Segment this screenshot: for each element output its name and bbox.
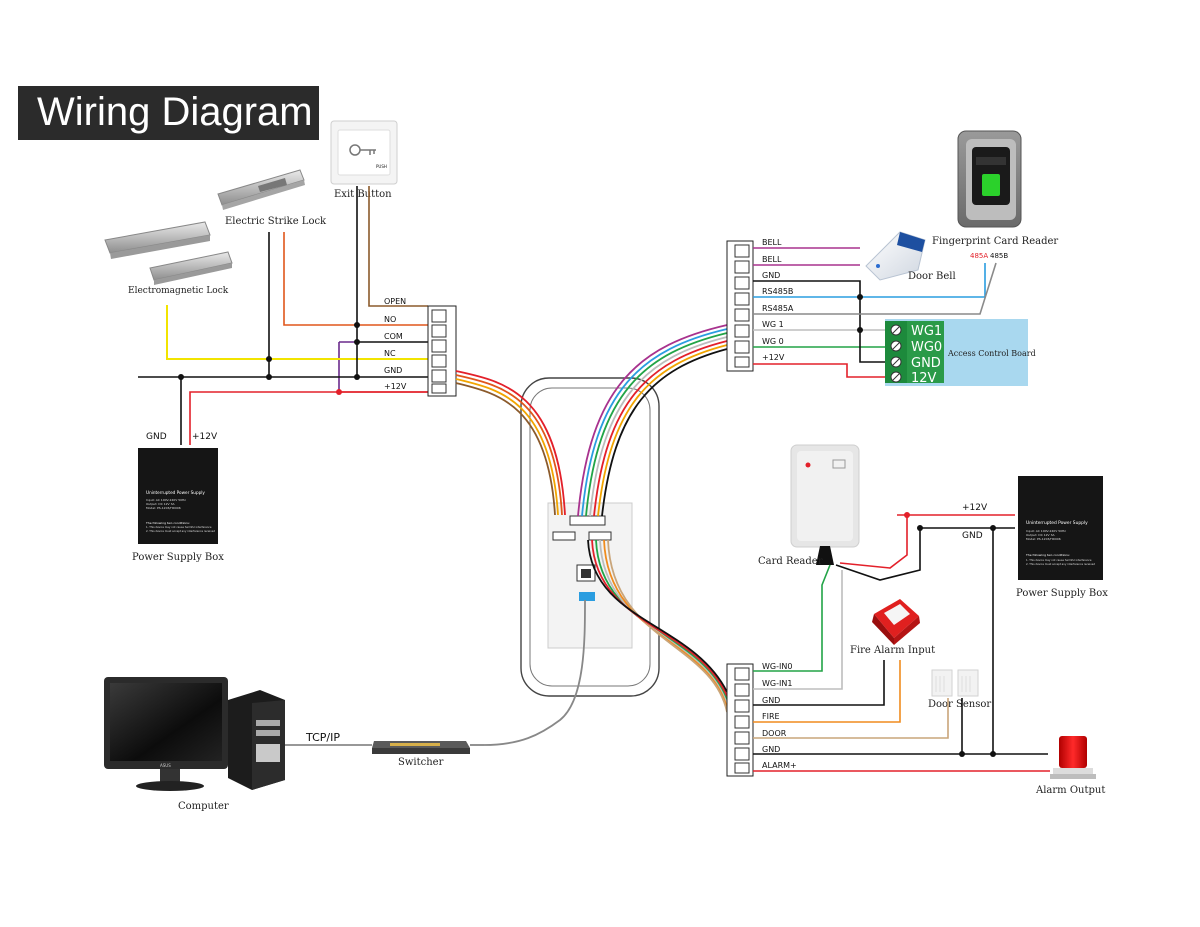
junction-dots-bottom-right — [959, 751, 996, 757]
top-right-wiring — [753, 247, 997, 378]
svg-text:Output: DC 12V 3A: Output: DC 12V 3A — [146, 502, 175, 506]
board-terminal-12v: 12V — [911, 371, 937, 386]
access-control-board-label: Access Control Board — [947, 349, 1036, 358]
right-psu-wires — [835, 514, 1015, 752]
card-reader-label: Card Reader — [758, 556, 823, 567]
fire-alarm-device — [872, 599, 920, 645]
door-sensor-device — [931, 669, 979, 697]
access-controller-unit — [520, 377, 660, 697]
svg-text:1. This device may not cause h: 1. This device may not cause harmful int… — [1026, 558, 1092, 562]
switcher-label: Switcher — [398, 757, 444, 768]
right-psu-label: Power Supply Box — [1016, 588, 1108, 599]
junction-dots-left — [178, 322, 360, 395]
alarm-output-label: Alarm Output — [1035, 785, 1105, 796]
monitor-brand: ASUS — [160, 763, 171, 768]
electromagnetic-lock-device — [104, 221, 233, 285]
terminal-12v: +12V — [384, 382, 407, 391]
electric-strike-lock-device — [217, 169, 305, 210]
terminal-wg0: WG 0 — [762, 337, 784, 346]
terminal-gnd-b2: GND — [762, 745, 780, 754]
terminal-wg-in1: WG-IN1 — [762, 679, 792, 688]
right-psu-gnd: GND — [962, 531, 983, 541]
terminal-nc: NC — [384, 349, 396, 358]
left-power-supply-box: Uninterrupted Power Supply Input: AC 100… — [138, 448, 218, 544]
left-terminal-block — [427, 305, 457, 397]
terminal-fire: FIRE — [762, 712, 780, 721]
left-psu-label: Power Supply Box — [132, 552, 224, 563]
right-power-supply-box: Uninterrupted Power Supply Input: AC 100… — [1018, 476, 1103, 580]
terminal-12v-top: +12V — [762, 353, 785, 362]
fingerprint-label: Fingerprint Card Reader — [932, 236, 1058, 247]
junction-dots-right-psu — [904, 512, 996, 531]
door-bell-label: Door Bell — [908, 271, 956, 282]
rs485-a-label: 485A — [970, 252, 988, 260]
door-bell-device — [865, 231, 926, 281]
diagram-title: Wiring Diagram — [37, 90, 313, 134]
terminal-gnd-b1: GND — [762, 696, 780, 705]
terminal-alarm: ALARM+ — [762, 761, 797, 770]
top-right-terminal-block — [726, 240, 754, 372]
alarm-output-device — [1050, 736, 1096, 779]
svg-text:Input: AC 100V-240V 50Hz: Input: AC 100V-240V 50Hz — [146, 498, 186, 502]
svg-text:Input: AC 100V-240V 50Hz: Input: AC 100V-240V 50Hz — [1026, 529, 1066, 533]
svg-text:Uninterrupted Power Supply: Uninterrupted Power Supply — [1026, 520, 1088, 526]
terminal-door: DOOR — [762, 729, 787, 738]
svg-text:2. This device must accept any: 2. This device must accept any interfere… — [1026, 562, 1095, 566]
exit-button-label: Exit Button — [334, 189, 392, 200]
door-sensor-label: Door Sensor — [928, 699, 991, 710]
cable-bundles — [455, 324, 728, 746]
junction-dots-top-right — [857, 294, 863, 333]
board-terminal-wg1: WG1 — [911, 324, 942, 339]
svg-text:The following two conditions:: The following two conditions: — [1025, 553, 1070, 557]
tcp-ip-label: TCP/IP — [305, 731, 340, 744]
bottom-right-wiring — [753, 564, 1050, 772]
push-text: PUSH — [376, 164, 387, 169]
switcher-device — [372, 741, 470, 754]
exit-button-device: PUSH — [330, 120, 398, 185]
left-psu-12v: +12V — [192, 432, 218, 442]
svg-text:Output: DC 12V 3A: Output: DC 12V 3A — [1026, 533, 1055, 537]
svg-text:Model: PS-1203/HD006: Model: PS-1203/HD006 — [146, 506, 181, 510]
terminal-open: OPEN — [384, 297, 406, 306]
fingerprint-reader-device — [957, 130, 1022, 228]
bottom-right-terminal-block — [726, 663, 754, 777]
terminal-gnd: GND — [384, 366, 402, 375]
fire-alarm-label: Fire Alarm Input — [850, 645, 935, 656]
electromagnetic-lock-label: Electromagnetic Lock — [128, 286, 229, 296]
terminal-com: COM — [384, 332, 403, 341]
terminal-wg1: WG 1 — [762, 320, 784, 329]
terminal-gnd-top: GND — [762, 271, 780, 280]
terminal-rs485b: RS485B — [762, 287, 793, 296]
svg-text:Model: PS-1203/HD006: Model: PS-1203/HD006 — [1026, 537, 1061, 541]
terminal-no: NO — [384, 315, 396, 324]
title-banner: Wiring Diagram — [18, 86, 319, 140]
access-control-board: WG1 WG0 GND 12V Access Control Board — [885, 319, 1036, 386]
card-reader-device — [790, 444, 860, 565]
terminal-bell-1: BELL — [762, 238, 782, 247]
computer-device: ASUS — [104, 677, 285, 791]
svg-text:2. This device must accept any: 2. This device must accept any interfere… — [146, 529, 215, 533]
electric-strike-lock-label: Electric Strike Lock — [225, 216, 327, 227]
computer-label: Computer — [178, 801, 229, 812]
board-terminal-wg0: WG0 — [911, 340, 942, 355]
terminal-rs485a: RS485A — [762, 304, 794, 313]
left-psu-gnd: GND — [146, 432, 167, 442]
terminal-bell-2: BELL — [762, 255, 782, 264]
rs485-b-label: 485B — [990, 252, 1008, 260]
board-terminal-gnd: GND — [911, 356, 941, 371]
right-psu-12v: +12V — [962, 503, 988, 513]
svg-text:Uninterrupted Power Supply: Uninterrupted Power Supply — [146, 490, 205, 495]
svg-text:The following two conditions:: The following two conditions: — [145, 521, 190, 525]
terminal-wg-in0: WG-IN0 — [762, 662, 792, 671]
svg-text:1. This device may not cause h: 1. This device may not cause harmful int… — [146, 525, 212, 529]
